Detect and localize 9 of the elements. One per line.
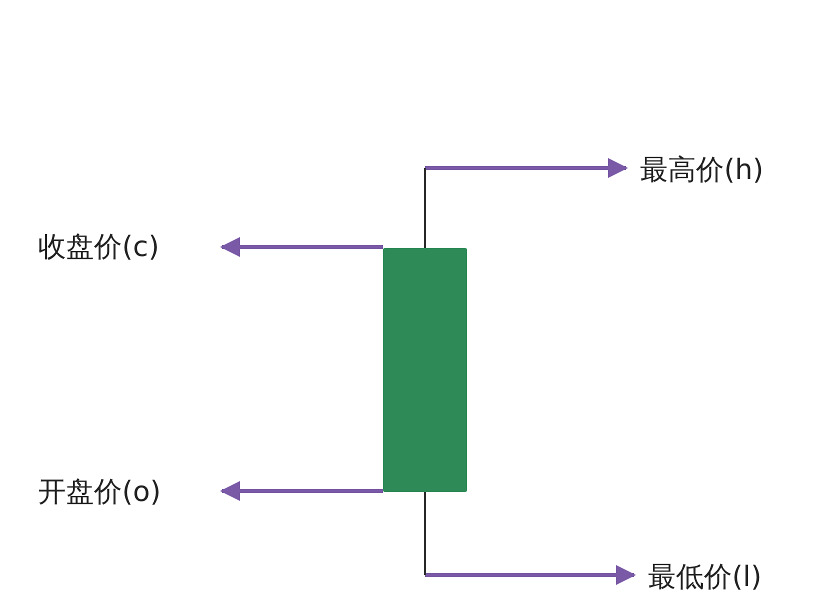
price-label: 开盘价(o) bbox=[38, 472, 161, 512]
candlestick-drawing bbox=[383, 168, 467, 575]
price-label: 收盘价(c) bbox=[38, 227, 160, 267]
arrow bbox=[425, 158, 628, 178]
arrow bbox=[220, 481, 383, 501]
price-label: 最高价(h) bbox=[640, 150, 764, 190]
price-label: 最低价(l) bbox=[648, 557, 762, 597]
arrow bbox=[220, 237, 383, 257]
arrow bbox=[425, 565, 636, 585]
